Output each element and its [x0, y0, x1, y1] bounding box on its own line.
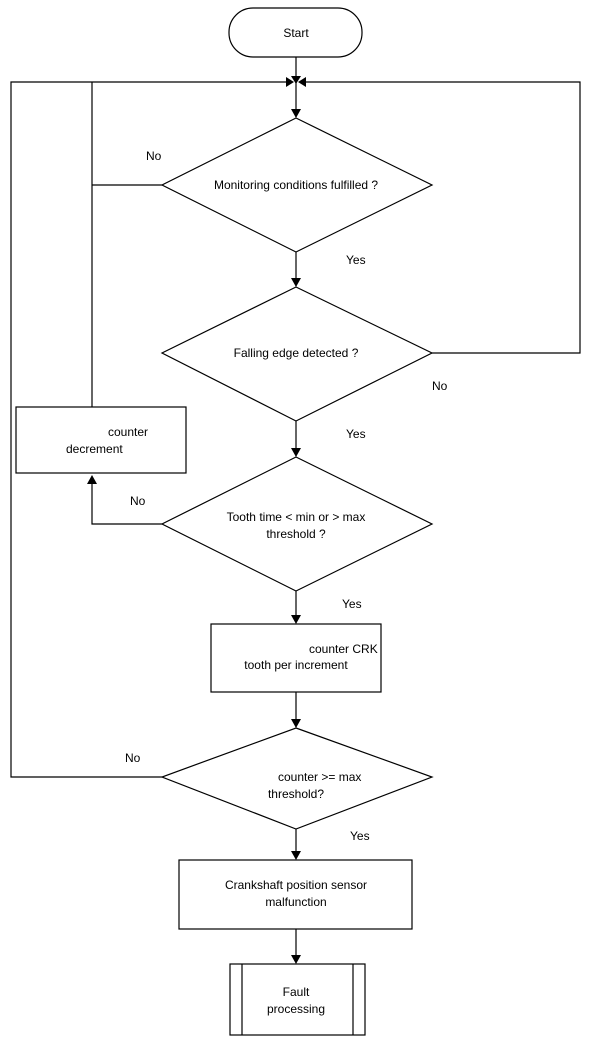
- fault-line1: Fault: [283, 985, 310, 999]
- arrowhead-to-decrement: [87, 475, 97, 484]
- connectors: [10, 57, 581, 956]
- start-label: Start: [283, 26, 309, 40]
- tooth-diamond: [160, 456, 434, 592]
- falling-no-label: No: [432, 379, 448, 393]
- tooth-label-line2: threshold ?: [266, 527, 326, 541]
- tooth-no-label: No: [130, 494, 146, 508]
- fault-processing-shape: [229, 963, 366, 1036]
- malfunction-line1: Crankshaft position sensor: [225, 878, 367, 892]
- fault-line2: processing: [267, 1002, 325, 1016]
- arrowhead-to-falling: [291, 278, 301, 287]
- arrowheads: [87, 76, 306, 964]
- counter-check-line2: threshold?: [268, 787, 324, 801]
- monitoring-yes-label: Yes: [346, 253, 366, 267]
- malfunction-box: Crankshaft position sensor malfunction: [178, 859, 413, 930]
- arrowhead-merge: [291, 76, 301, 84]
- outer-left-loop: [10, 81, 286, 778]
- counter-check-decision: counter >= max threshold?: [160, 727, 434, 830]
- falling-edge-decision: Falling edge detected ?: [160, 286, 434, 422]
- monitoring-no-label: No: [146, 149, 162, 163]
- start-terminator: Start: [228, 7, 363, 58]
- malfunction-line2: malfunction: [265, 895, 326, 909]
- falling-yes-label: Yes: [346, 427, 366, 441]
- right-loop: [306, 81, 581, 354]
- arrowhead-to-check: [291, 719, 301, 728]
- counter-decrement-box: counter decrement: [15, 406, 187, 474]
- arrowhead-to-fault: [291, 955, 301, 964]
- falling-edge-label: Falling edge detected ?: [234, 346, 359, 360]
- monitoring-decision: Monitoring conditions fulfilled ?: [160, 117, 434, 253]
- arrowhead-to-malfunction: [291, 851, 301, 860]
- counter-increment-line2: tooth per increment: [244, 658, 348, 672]
- arrowhead-to-increment: [291, 615, 301, 624]
- counter-decrement-line2: decrement: [66, 442, 123, 456]
- arrowhead-to-tooth: [291, 448, 301, 457]
- tooth-decision: Tooth time < min or > max threshold ?: [160, 456, 434, 592]
- monitoring-label: Monitoring conditions fulfilled ?: [214, 178, 378, 192]
- counter-yes-label: Yes: [350, 829, 370, 843]
- counter-decrement-line1: counter: [108, 425, 148, 439]
- tooth-no-connector: [91, 482, 162, 525]
- counter-increment-shape: [210, 623, 382, 693]
- counter-decrement-shape: [15, 406, 187, 474]
- counter-check-diamond: [160, 727, 434, 830]
- counter-increment-line1: counter CRK: [309, 642, 378, 656]
- malfunction-shape: [178, 859, 413, 930]
- counter-check-line1: counter >= max: [278, 770, 361, 784]
- falling-edge-diamond: [160, 286, 434, 422]
- counter-no-label: No: [125, 751, 141, 765]
- counter-increment-box: counter CRK tooth per increment: [210, 623, 382, 693]
- arrowhead-to-monitoring: [291, 109, 301, 118]
- monitoring-diamond: [160, 117, 434, 253]
- tooth-label-line1: Tooth time < min or > max: [227, 510, 366, 524]
- arrowhead-right-merge: [298, 77, 306, 87]
- start-shape: [228, 7, 363, 58]
- arrowhead-left-merge: [286, 77, 294, 87]
- fault-processing-box: Fault processing: [229, 963, 366, 1036]
- tooth-yes-label: Yes: [342, 597, 362, 611]
